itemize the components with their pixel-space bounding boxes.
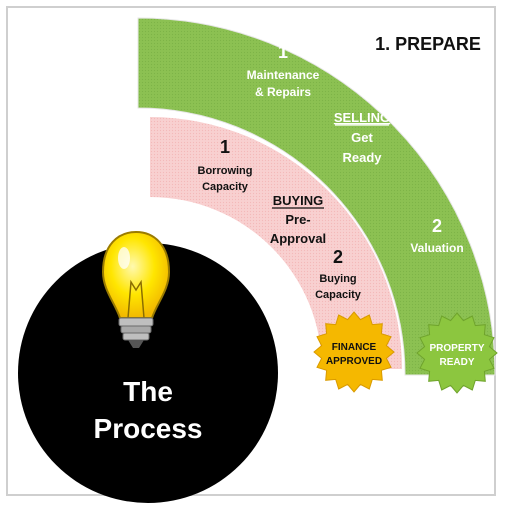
lightbulb-icon (101, 230, 171, 348)
selling-step1-number: 1 (278, 42, 288, 62)
property-badge-line1: PROPERTY (429, 343, 484, 354)
selling-subtitle-line1: Get (351, 130, 373, 145)
selling-band (137, 17, 496, 376)
selling-subtitle-line2: Ready (342, 150, 382, 165)
buying-step2-line1: Buying (319, 273, 356, 285)
buying-step2-line2: Capacity (315, 289, 362, 301)
selling-title: SELLING (334, 110, 390, 125)
buying-band (150, 117, 402, 369)
finance-badge-line1: FINANCE (332, 342, 377, 353)
process-label-line2: Process (94, 413, 203, 444)
selling-step2-number: 2 (432, 216, 442, 236)
buying-title: BUYING (273, 193, 324, 208)
property-starburst (416, 312, 498, 394)
finance-badge-line2: APPROVED (326, 356, 382, 367)
buying-step1-line2: Capacity (202, 181, 249, 193)
buying-subtitle-line2: Approval (270, 231, 326, 246)
selling-step1-line2: & Repairs (255, 85, 311, 99)
finance-approved-badge: FINANCE APPROVED (313, 311, 395, 393)
selling-step2-label: Valuation (410, 241, 463, 255)
process-label-line1: The (123, 376, 173, 407)
selling-step1-line1: Maintenance (247, 68, 320, 82)
prepare-heading: 1. PREPARE (375, 34, 481, 54)
buying-step2-number: 2 (333, 247, 343, 267)
buying-step1-number: 1 (220, 137, 230, 157)
property-badge-line2: READY (439, 357, 474, 368)
process-circle (18, 243, 278, 503)
finance-starburst (313, 311, 395, 393)
buying-step1-line1: Borrowing (198, 165, 253, 177)
property-ready-badge: PROPERTY READY (416, 312, 498, 394)
buying-subtitle-line1: Pre- (285, 212, 310, 227)
